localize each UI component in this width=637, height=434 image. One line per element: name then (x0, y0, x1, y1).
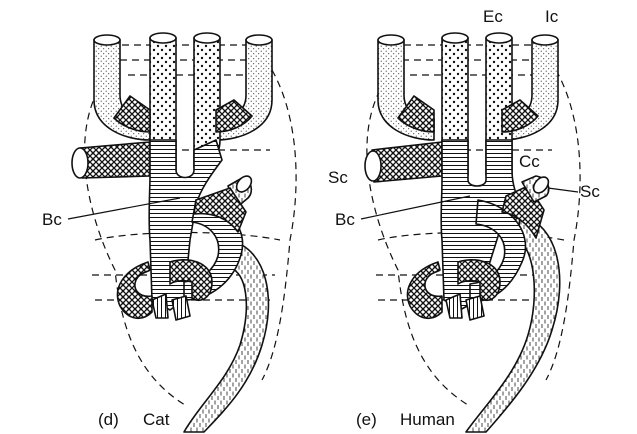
panel-cat-diagram: Bc (42, 33, 296, 432)
human-label-sc-left: Sc (328, 168, 348, 187)
human-label-ec: Ec (483, 7, 503, 26)
cat-caption-letter: (d) (98, 410, 119, 429)
panel-human-diagram: Ec Ic Sc Cc Sc Bc (328, 7, 600, 432)
human-caption-letter: (e) (356, 410, 377, 429)
human-label-bc: Bc (335, 210, 355, 229)
human-label-sc-right: Sc (580, 182, 600, 201)
human-label-ic: Ic (545, 7, 559, 26)
cat-label-bc: Bc (42, 210, 62, 229)
cat-left-subclavian (80, 142, 150, 178)
cat-caption-name: Cat (143, 410, 170, 429)
human-label-cc: Cc (519, 152, 540, 171)
human-caption-name: Human (400, 410, 455, 429)
